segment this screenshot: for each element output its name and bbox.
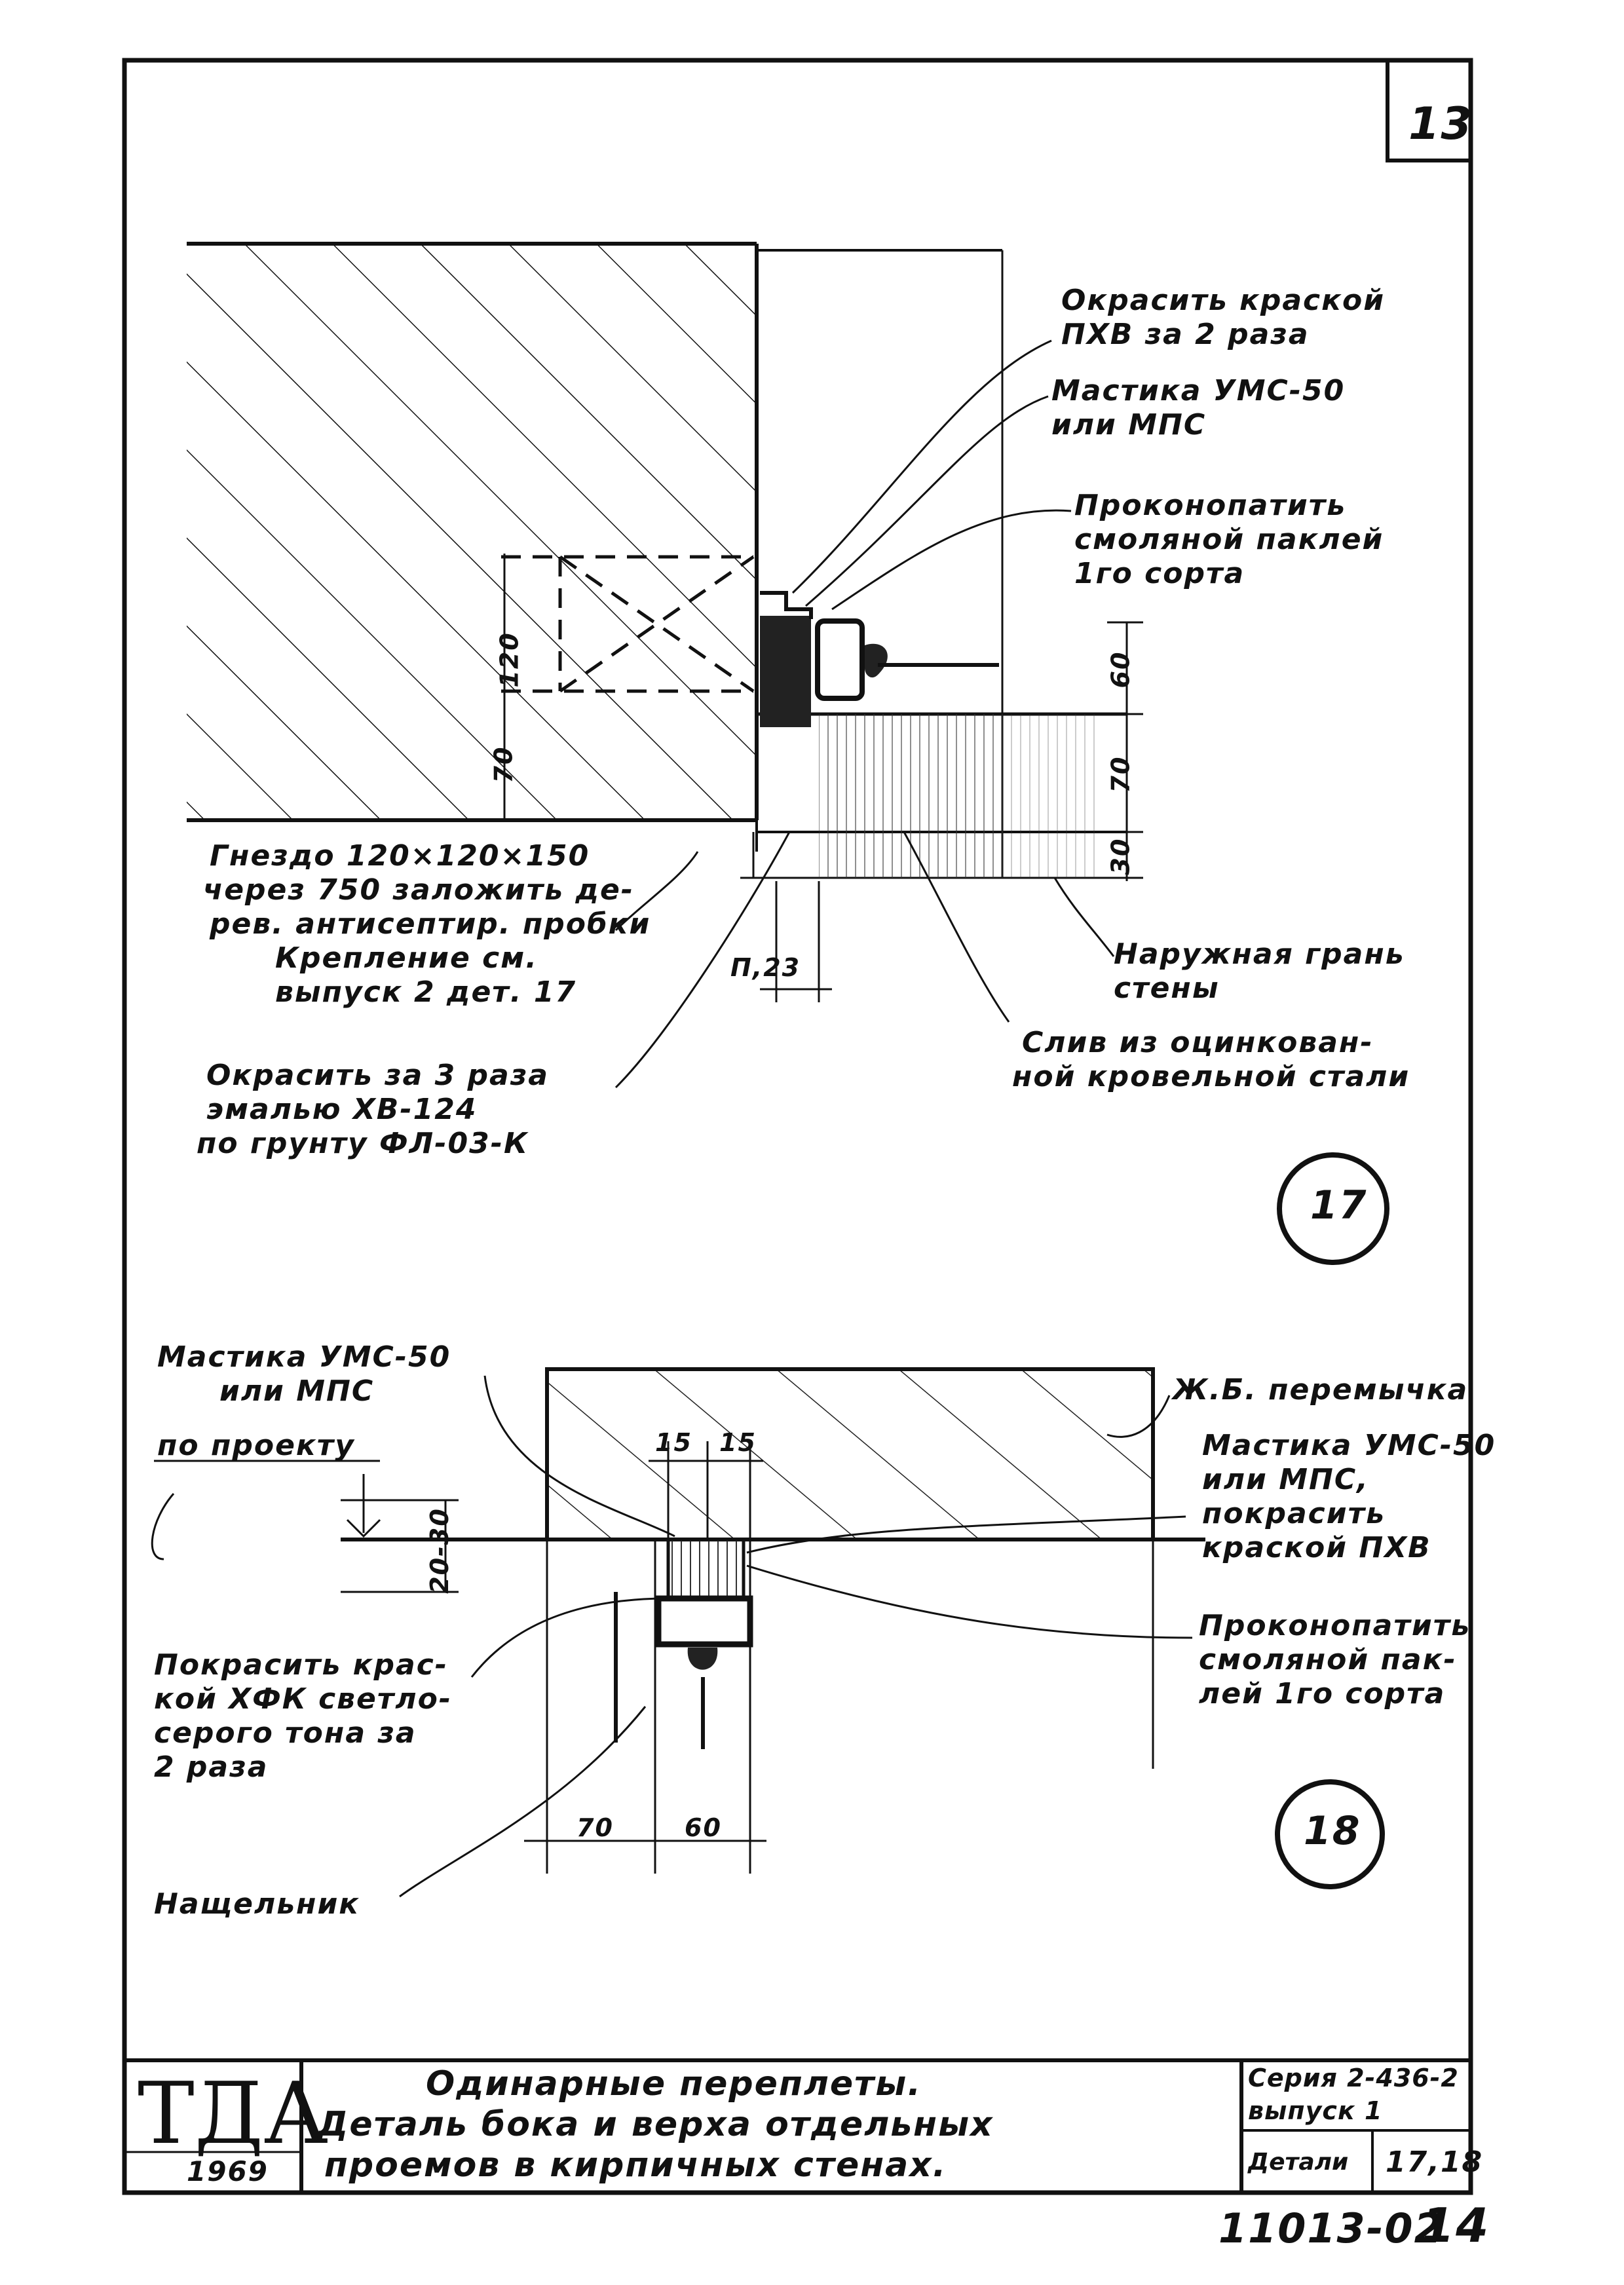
note-caulk-line2: смоляной паклей [1074, 523, 1384, 556]
concrete-lintel [547, 1369, 1153, 1539]
detail-17-number: 17 [1310, 1182, 1368, 1228]
dim18-15-right: 15 [719, 1428, 757, 1457]
archive-page: 14 [1422, 2198, 1490, 2253]
note-paint-pvc-line1: Окрасить краской [1061, 284, 1386, 317]
note-enamel-line3: по грунту ФЛ-03-К [197, 1127, 529, 1160]
dim-30: 30 [1106, 837, 1135, 875]
page-number-box [1386, 60, 1471, 162]
note-fixing-line2: выпуск 2 дет. 17 [275, 975, 577, 1009]
dim-23: П,23 [730, 953, 801, 982]
detail-18-leaders [399, 1375, 1193, 1898]
note18-caulk-line1: Проконопатить [1199, 1609, 1471, 1642]
dim-120: 120 [495, 632, 524, 688]
note18-caulk-line2: смоляной пак- [1199, 1643, 1457, 1676]
dim-70-right: 70 [1106, 755, 1135, 793]
detail-18-circle [1275, 1779, 1385, 1889]
series-line2: выпуск 1 [1248, 2096, 1383, 2125]
dim18-20-30: 20-30 [425, 1507, 454, 1594]
details-label: Детали [1248, 2149, 1349, 2176]
note-caulk-line1: Проконопатить [1074, 489, 1347, 522]
note18-by-project: по проекту [157, 1429, 355, 1462]
note18-caulk-line3: лей 1го сорта [1199, 1677, 1446, 1710]
note-enamel-line2: эмалью ХВ-124 [206, 1093, 478, 1126]
dim18-15-left: 15 [655, 1428, 692, 1457]
page-number: 13 [1408, 98, 1473, 150]
detail-17-circle [1277, 1152, 1389, 1265]
note-outer-face-line1: Наружная грань [1114, 937, 1405, 971]
series-line1: Серия 2-436-2 [1248, 2064, 1459, 2092]
note-socket-line2: через 750 заложить де- [203, 873, 635, 907]
note18-paint-line1: Покрасить крас- [154, 1648, 449, 1682]
brick-wall [187, 244, 757, 820]
note-caulk-line3: 1го сорта [1074, 557, 1245, 590]
note18-mastic-line2: или МПС [219, 1374, 375, 1408]
note18-mastic-right-line2: или МПС, [1202, 1463, 1369, 1496]
note-fixing-line1: Крепление см. [275, 941, 538, 975]
note-paint-pvc-line2: ПХВ за 2 раза [1061, 318, 1310, 351]
archive-number: 11013-02 [1218, 2204, 1444, 2252]
details-value: 17,18 [1386, 2145, 1484, 2179]
note-socket-line3: рев. антисептир. пробки [210, 907, 651, 941]
note-outer-face-line2: стены [1114, 972, 1220, 1005]
plug-socket [501, 555, 755, 693]
note-enamel-line1: Окрасить за 3 раза [206, 1059, 549, 1092]
note-drip-line1: Слив из оцинкован- [1022, 1026, 1374, 1059]
dim-60: 60 [1106, 651, 1135, 689]
note18-paint-line4: 2 раза [154, 1750, 269, 1784]
note-mastic-line2: или МПС [1051, 408, 1207, 442]
detail-18-number: 18 [1304, 1808, 1361, 1854]
title-block-frame [124, 2058, 1471, 2193]
note-mastic-line1: Мастика УМС-50 [1051, 374, 1346, 407]
sheet-border [122, 58, 1473, 2195]
note-drip-line2: ной кровельной стали [1012, 1060, 1410, 1093]
sash-profile-top [655, 1595, 753, 1648]
detail-17-leaders [614, 339, 1115, 1089]
caulking [760, 616, 811, 727]
note18-casing: Нащельник [154, 1887, 360, 1921]
logo-tda: ТДА [138, 2064, 328, 2163]
note18-mastic-right-line1: Мастика УМС-50 [1202, 1429, 1496, 1462]
dim18-60: 60 [685, 1813, 722, 1842]
note18-lintel: Ж.Б. перемычка [1173, 1373, 1469, 1407]
title-line3: проемов в кирпичных стенах. [324, 2145, 947, 2185]
note18-mastic-line1: Мастика УМС-50 [157, 1340, 451, 1374]
dim-70-left: 70 [489, 746, 518, 784]
note18-mastic-right-line4: краской ПХВ [1202, 1531, 1431, 1564]
detail-18-drawing [151, 1367, 1385, 1898]
frame-bar [819, 714, 1002, 878]
note18-mastic-right-line3: покрасить [1202, 1497, 1386, 1530]
note18-paint-line3: серого тона за [154, 1716, 417, 1750]
title-line1: Одинарные переплеты. [426, 2064, 922, 2104]
detail-17-drawing [187, 242, 1389, 1265]
title-year: 1969 [187, 2155, 269, 2187]
note18-paint-line2: кой ХФК светло- [154, 1682, 453, 1716]
dim18-70: 70 [576, 1813, 614, 1842]
title-line2: Деталь бока и верха отдельных [318, 2105, 994, 2144]
sash-profile [815, 618, 865, 701]
note-socket-line1: Гнездо 120×120×150 [210, 839, 590, 873]
